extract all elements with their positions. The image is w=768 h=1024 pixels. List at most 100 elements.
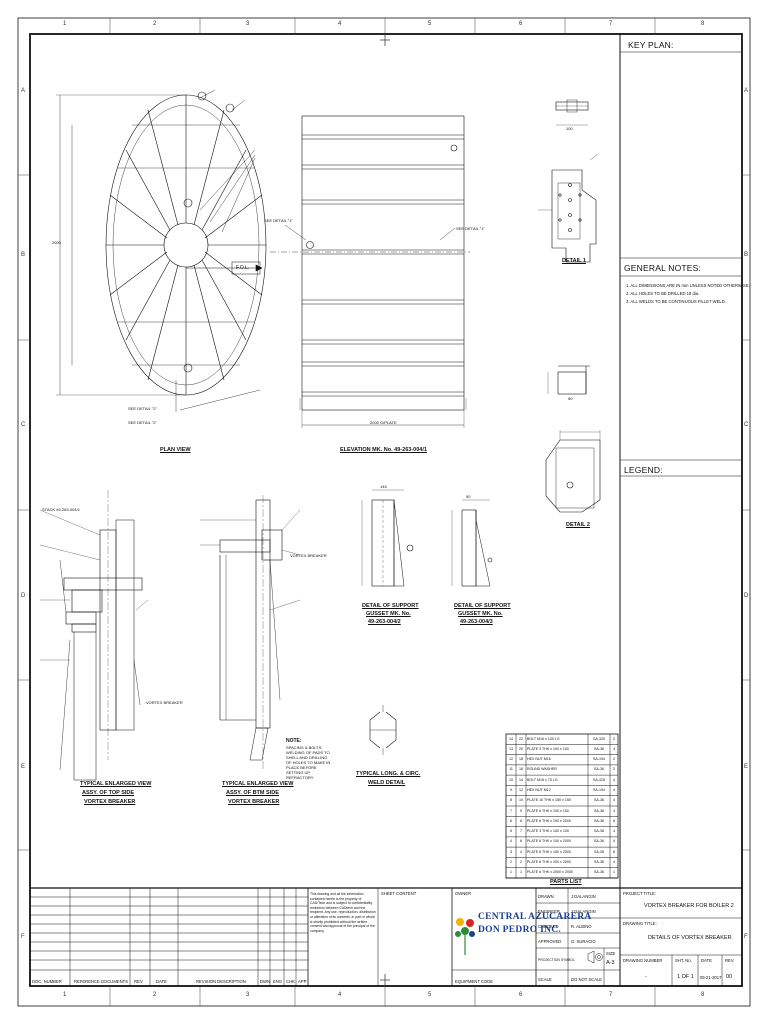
- parts-list-cell: BOLT M16 x 70 LG: [527, 777, 558, 782]
- detail-2-title: DETAIL 2: [566, 522, 590, 528]
- fol-label: F.O.L.: [236, 265, 250, 271]
- parts-list-cell: 16: [519, 767, 523, 772]
- parts-list-cell: 18: [519, 757, 523, 762]
- bottom-side-assembly-drawing: [200, 495, 301, 770]
- tb-owner-label: OWNER: [455, 891, 472, 896]
- parts-list-cell: 10: [509, 777, 513, 782]
- tb-rev-value: 00: [726, 974, 733, 980]
- tb-drawing-title-label: DRAWING TITLE:: [623, 921, 657, 926]
- parts-list-cell: 2: [510, 859, 512, 864]
- parts-list-cell: 8: [613, 849, 615, 854]
- side-section-drawing: [547, 365, 590, 395]
- parts-list-cell: ROUND WASHER: [527, 767, 557, 772]
- parts-list-cell: 2: [613, 767, 615, 772]
- tb-project-title: VORTEX BREAKER FOR BOILER 2: [644, 903, 734, 909]
- gusset-3-drawing: [451, 499, 493, 587]
- parts-list-cell: 12: [509, 757, 513, 762]
- gusset-3-title-line1: DETAIL OF SUPPORT: [454, 603, 511, 609]
- tb-engineer-label: ENGINEER: [538, 909, 560, 914]
- grid-row-d-left: D: [21, 593, 26, 599]
- parts-list-cell: SA-36: [594, 746, 604, 751]
- plan-view-drawing: [56, 89, 267, 412]
- parts-list-cell: HEX NUT M16: [527, 757, 551, 762]
- grid-col-1-top: 1: [63, 21, 67, 27]
- parts-list-cell: 4: [613, 829, 615, 834]
- parts-list-cell: 8: [613, 818, 615, 823]
- btm-side-title-line2: ASSY. OF BTM SIDE: [226, 790, 279, 796]
- parts-list-cell: 4: [613, 808, 615, 813]
- grid-row-c-left: C: [21, 422, 26, 428]
- parts-list-cell: SA-325: [593, 736, 605, 741]
- tb-project-title-label: PROJECT TITLE:: [623, 891, 657, 896]
- parts-list-cell: 4: [520, 849, 522, 854]
- parts-list-cell: 2: [613, 757, 615, 762]
- grid-col-6-top: 6: [519, 21, 523, 27]
- parts-list-cell: SA-325: [593, 777, 605, 782]
- inner-border: [29, 33, 743, 987]
- grid-col-7-top: 7: [609, 21, 613, 27]
- parts-list-cell: 2: [613, 736, 615, 741]
- top-side-title-line3: VORTEX BREAKER: [84, 799, 136, 805]
- tb-doc-number-header: DOC. NUMBER: [32, 979, 62, 984]
- top-side-title-line2: ASSY. OF TOP SIDE: [82, 790, 135, 796]
- parts-list-cell: SA-194: [593, 757, 605, 762]
- grid-row-d-right: D: [744, 593, 749, 599]
- gusset-2-title-line3: 49-263-004/2: [368, 619, 401, 625]
- tb-app-header: APP: [298, 979, 307, 984]
- parts-list-cell: 1: [613, 870, 615, 875]
- parts-list-cell: 22: [519, 736, 523, 741]
- tb-size-label: SIZE: [606, 951, 616, 956]
- tb-owner-line2: DON PEDRO INC.: [478, 925, 562, 935]
- tb-approved-value: G. SURACIO: [571, 939, 596, 944]
- gusset-dim-90: 90: [466, 494, 471, 499]
- parts-list-cell: 14: [519, 777, 523, 782]
- general-notes-title: GENERAL NOTES:: [624, 263, 702, 273]
- parts-list-cell: 11: [509, 767, 513, 772]
- grid-col-3-bottom: 3: [246, 992, 250, 998]
- tb-rev-header: REV.: [134, 979, 144, 984]
- parts-list-cell: 4: [510, 839, 512, 844]
- parts-list-cell: 12: [519, 787, 523, 792]
- detail-dim-100: 100: [566, 126, 573, 131]
- tb-scale-label: SCALE: [538, 977, 552, 982]
- gusset-3-title-line2: GUSSET MK. No.: [458, 611, 503, 617]
- parts-list-cell: PLATE 6 THK x 200 x 2000: [527, 859, 571, 864]
- parts-list-cell: SA-194: [593, 787, 605, 792]
- grid-row-b-right: B: [744, 252, 749, 258]
- tb-scale-value: DO NOT SCALE: [571, 977, 603, 982]
- grid-row-e-left: E: [21, 764, 26, 770]
- parts-list-cell: PLATE 6 THK x 100 x 150: [527, 808, 569, 813]
- tb-drawing-number-label: DRAWING NUMBER: [623, 958, 663, 963]
- tb-size-value: A-3: [606, 960, 615, 966]
- btm-side-title-line1: TYPICAL ENLARGED VIEW: [222, 781, 294, 787]
- parts-list-cell: 4: [613, 777, 615, 782]
- tb-checked-value: R. ALBINO: [571, 924, 592, 929]
- parts-list-cell: 7: [510, 808, 512, 813]
- parts-list-cell: 14: [509, 736, 513, 741]
- vortex-breaker-callout-2: VORTEX BREAKER: [290, 553, 327, 558]
- parts-list-cell: SA-36: [594, 849, 604, 854]
- parts-list-cell: 4: [613, 787, 615, 792]
- projection-symbol: [587, 950, 603, 964]
- parts-list-cell: SA-36: [594, 829, 604, 834]
- weld-detail-drawing: [369, 705, 397, 755]
- parts-list-cell: SA-36: [594, 839, 604, 844]
- gusset-dim-145: 145: [380, 484, 387, 489]
- parts-list-cell: PLATE 10 THK x 150 x 150: [527, 798, 571, 803]
- tb-sheet-number-value: 1 OF 1: [677, 974, 694, 980]
- grid-row-b-left: B: [21, 252, 26, 258]
- tb-engineer-value: J.DALANGIN: [571, 909, 596, 914]
- parts-list-cell: 1: [520, 870, 522, 875]
- parts-list-cell: SA-36: [594, 767, 604, 772]
- parts-list-cell: SA-36: [594, 818, 604, 823]
- key-plan-title: KEY PLAN:: [628, 40, 674, 50]
- general-note-1: 1. ALL DIMENSIONS ARE IN mm UNLESS NOTED…: [626, 283, 750, 288]
- tb-drawn-label: DRAWN: [538, 894, 554, 899]
- parts-list-cell: 10: [519, 798, 523, 803]
- parts-list-cell: 5: [510, 829, 512, 834]
- tb-chk-header: CHK: [286, 979, 295, 984]
- grid-col-8-bottom: 8: [701, 992, 705, 998]
- btm-side-title-line3: VORTEX BREAKER: [228, 799, 280, 805]
- note-body: SPACING & BOLTS, WELDING OF PADS TO SHEL…: [286, 745, 331, 780]
